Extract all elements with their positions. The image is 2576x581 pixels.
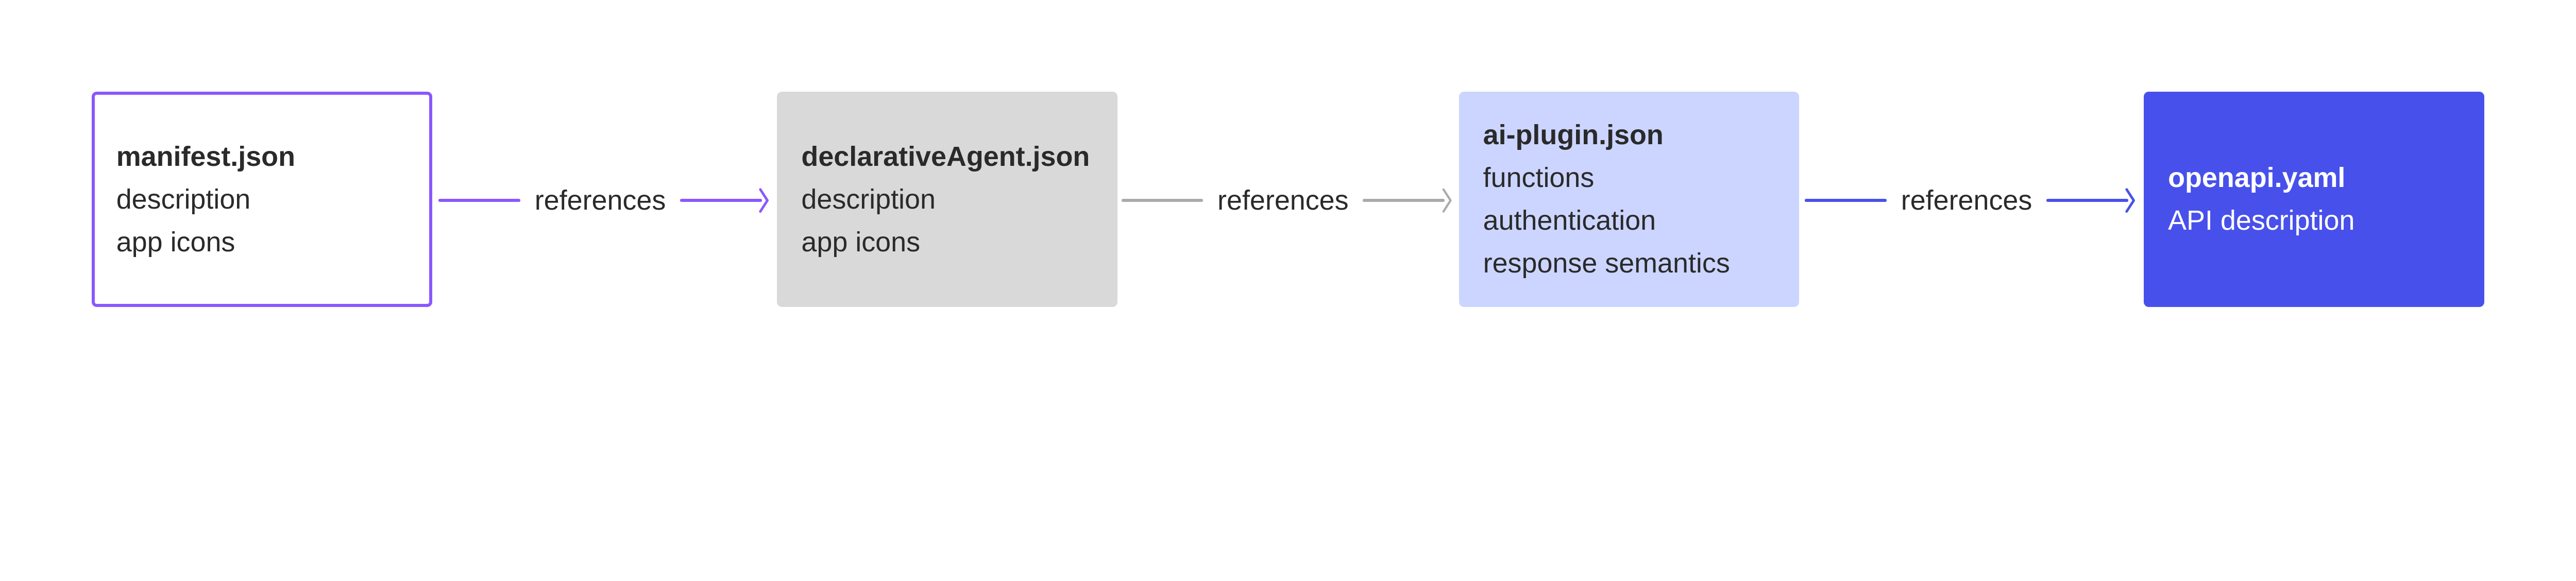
node-line: description [116, 183, 251, 215]
arrowhead-icon [1442, 188, 1452, 213]
edge-label: references [1901, 185, 2032, 216]
node-line: app icons [116, 226, 235, 258]
node-line: authentication [1483, 205, 1656, 236]
edge-declarative-to-plugin: references [1121, 179, 1453, 222]
node-title: declarativeAgent.json [801, 141, 1090, 172]
edge-line [2046, 199, 2128, 202]
edge-line [1805, 199, 1887, 202]
node-line: app icons [801, 226, 921, 258]
arrowhead-icon [759, 188, 769, 213]
edge-manifest-to-declarative: references [438, 179, 770, 222]
node-title: ai-plugin.json [1483, 119, 1664, 151]
node-line: response semantics [1483, 248, 1730, 279]
arrowhead-icon [2125, 188, 2136, 213]
edge-line [680, 199, 762, 202]
edge-line [1121, 199, 1204, 202]
node-openapi-yaml: openapi.yaml API description [2144, 92, 2484, 307]
node-ai-plugin-json: ai-plugin.json functions authentication … [1459, 92, 1800, 307]
edge-label: references [1217, 185, 1349, 216]
edge-line [438, 199, 521, 202]
node-line: description [801, 183, 936, 215]
node-title: manifest.json [116, 141, 295, 172]
edge-label: references [534, 185, 666, 216]
node-line: API description [2168, 205, 2355, 236]
node-declarative-agent-json: declarativeAgent.json description app ic… [777, 92, 1117, 307]
edge-line [1363, 199, 1445, 202]
node-title: openapi.yaml [2168, 162, 2346, 194]
node-line: functions [1483, 162, 1595, 194]
node-manifest-json: manifest.json description app icons [92, 92, 432, 307]
edge-plugin-to-openapi: references [1805, 179, 2136, 222]
